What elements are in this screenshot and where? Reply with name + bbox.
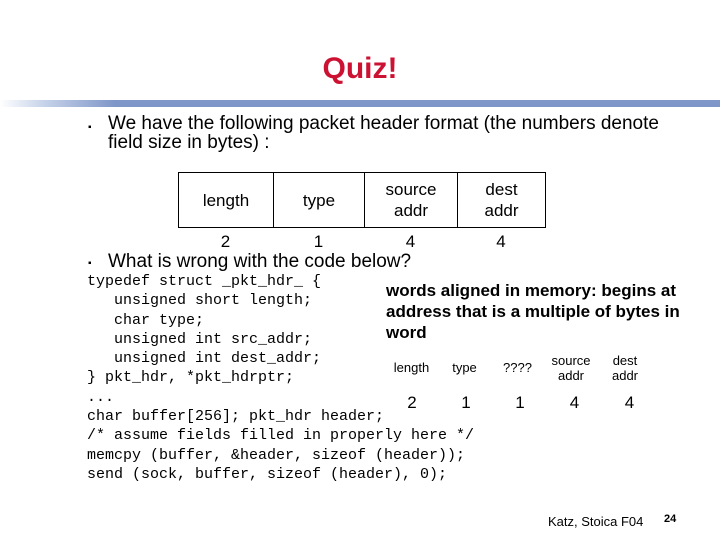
size-dest-addr: 4 — [496, 232, 506, 251]
size-source-addr: 4 — [405, 232, 416, 251]
aligned-field-source-addr: source addr — [551, 352, 591, 383]
code-block: typedef struct _pkt_hdr_ { unsigned shor… — [87, 273, 475, 483]
aligned-field-dest-addr: dest addr — [611, 352, 639, 383]
packet-format-table: length type source addr dest addr — [178, 172, 546, 228]
aligned-size-source-addr: 4 — [569, 393, 580, 412]
field-type: type — [273, 172, 365, 228]
alignment-note: words aligned in memory: begins at addre… — [386, 281, 680, 342]
field-length: length — [178, 172, 274, 228]
footer-credit: Katz, Stoica F04 — [548, 514, 644, 529]
aligned-size-row: 2 1 1 4 4 — [385, 393, 657, 413]
title-divider — [0, 100, 720, 107]
field-source-addr: source addr — [364, 172, 458, 228]
bullet-text-packet-format: We have the following packet header form… — [108, 113, 659, 153]
aligned-size-padding: 1 — [515, 393, 525, 412]
page-title: Quiz! — [322, 52, 398, 85]
page-number: 24 — [664, 513, 677, 525]
bullet-marker: ▪ — [88, 258, 92, 269]
size-type: 1 — [313, 232, 324, 251]
aligned-field-type: type — [452, 360, 477, 375]
aligned-format-table: length type ???? source addr dest addr — [385, 346, 652, 389]
packet-size-row: 2 1 4 4 — [178, 232, 545, 252]
aligned-size-dest-addr: 4 — [624, 393, 635, 412]
aligned-field-padding: ???? — [503, 360, 532, 375]
aligned-size-type: 1 — [461, 393, 471, 412]
bullet-marker: ▪ — [88, 122, 92, 133]
size-length: 2 — [220, 232, 231, 251]
aligned-size-length: 2 — [407, 393, 417, 412]
bullet-text-question: What is wrong with the code below? — [108, 251, 412, 272]
field-dest-addr: dest addr — [457, 172, 546, 228]
aligned-field-length: length — [393, 360, 430, 375]
